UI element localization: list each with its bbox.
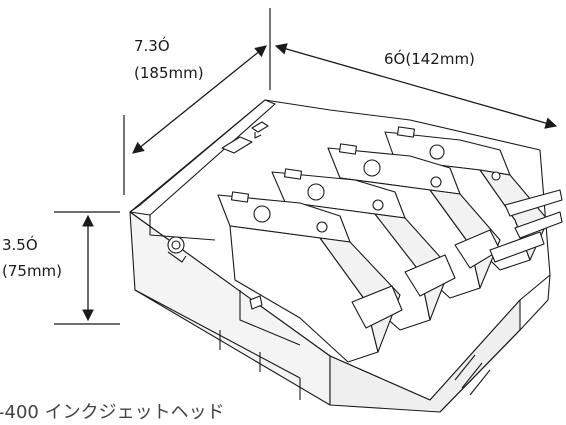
figure-caption: -400 インクジェットヘッド (0, 402, 225, 423)
clamp-arms (489, 189, 563, 263)
printhead-modules (217, 126, 563, 363)
depth-mm-label: (185mm) (134, 64, 204, 82)
width-arrow (274, 43, 558, 129)
height-inches-label: 3.5Ó (2, 236, 38, 254)
width-label: 6Ó(142mm) (384, 50, 475, 68)
depth-inches-label: 7.3Ó (134, 37, 170, 55)
height-mm-label: (75mm) (2, 262, 63, 280)
printhead-module-1 (217, 191, 403, 363)
depth-arrow (132, 45, 267, 154)
